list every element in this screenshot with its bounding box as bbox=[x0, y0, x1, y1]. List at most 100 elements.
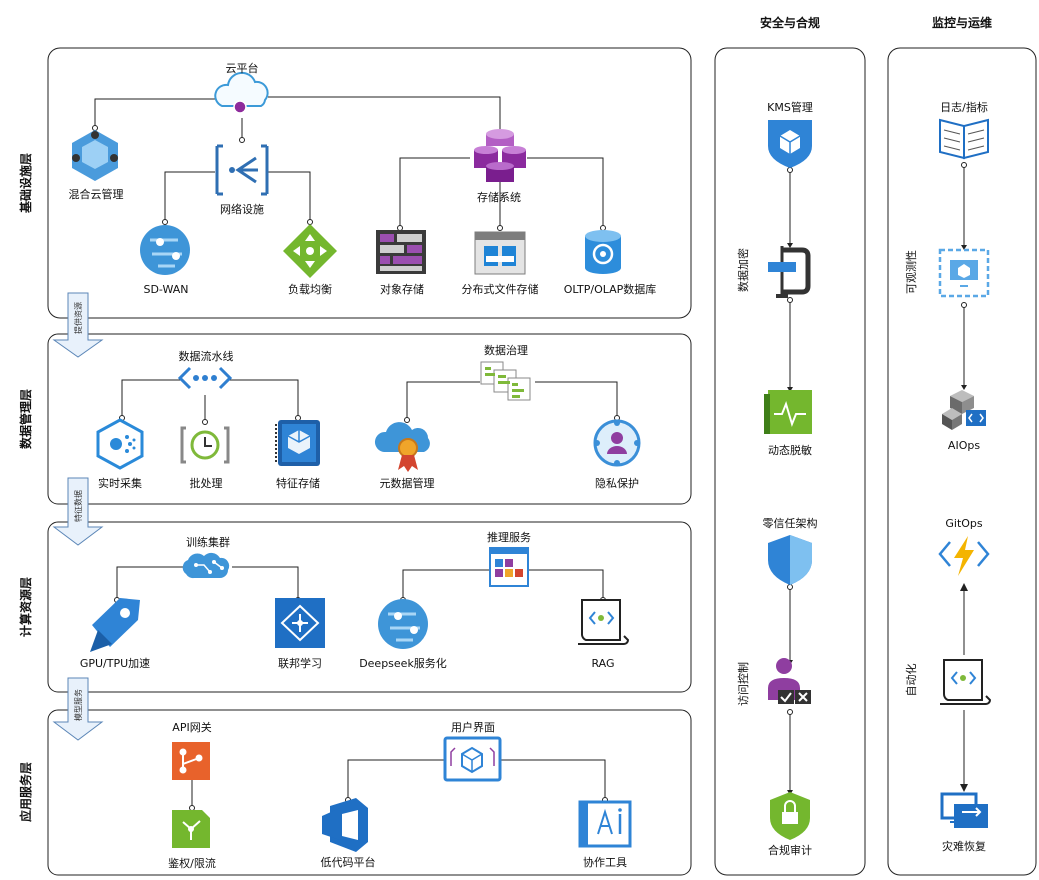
flow-arrow-provide-resources: 提供资源 bbox=[52, 292, 104, 358]
auth-ratelimit-icon bbox=[172, 810, 210, 848]
training-cluster-icon bbox=[182, 552, 230, 579]
auth-ratelimit-label: 鉴权/限流 bbox=[168, 856, 216, 870]
sdwan-label: SD-WAN bbox=[143, 283, 188, 296]
load-balancer-label: 负载均衡 bbox=[288, 282, 332, 296]
collaboration-tools-label: 协作工具 bbox=[583, 855, 627, 869]
rag-icon bbox=[578, 599, 630, 645]
observability-label: 可观测性 bbox=[904, 250, 918, 294]
inference-service-label: 推理服务 bbox=[487, 530, 531, 544]
compliance-audit-icon bbox=[770, 792, 810, 840]
compliance-audit-label: 合规审计 bbox=[768, 843, 812, 857]
observability-icon bbox=[938, 248, 990, 298]
batch-processing-icon bbox=[180, 426, 230, 464]
ops-column-box bbox=[887, 47, 1037, 876]
zero-trust-icon bbox=[768, 535, 812, 585]
gitops-label: GitOps bbox=[945, 517, 983, 530]
app-connectors bbox=[189, 759, 608, 811]
logs-metrics-icon bbox=[939, 118, 989, 160]
flow-arrow-label: 特征数据 bbox=[73, 490, 83, 522]
sdwan-icon bbox=[140, 225, 190, 275]
storage-system-icon bbox=[474, 129, 526, 182]
object-storage-icon bbox=[376, 230, 426, 274]
hybrid-cloud-icon bbox=[72, 130, 118, 181]
rag-label: RAG bbox=[591, 657, 614, 670]
data-governance-icon bbox=[480, 361, 531, 401]
data-encryption-icon bbox=[768, 246, 811, 298]
kms-management-label: KMS管理 bbox=[767, 100, 813, 114]
feature-store-icon bbox=[275, 420, 320, 466]
oltp-olap-db-icon bbox=[585, 230, 621, 274]
access-control-label: 访问控制 bbox=[736, 662, 750, 706]
lowcode-platform-icon bbox=[322, 798, 368, 852]
user-interface-icon bbox=[443, 736, 502, 782]
storage-system-label: 存储系统 bbox=[477, 190, 521, 204]
batch-processing-label: 批处理 bbox=[190, 476, 223, 490]
flow-arrow-label: 提供资源 bbox=[73, 302, 83, 334]
kms-management-icon bbox=[768, 120, 812, 168]
security-column-box bbox=[714, 47, 866, 876]
deepseek-service-label: Deepseek服务化 bbox=[359, 656, 447, 670]
metadata-management-icon bbox=[374, 422, 430, 472]
infra-layer-box bbox=[47, 47, 692, 319]
gitops-icon bbox=[938, 536, 990, 576]
distributed-file-storage-label: 分布式文件存储 bbox=[462, 282, 539, 296]
aiops-label: AIOps bbox=[948, 439, 980, 452]
feature-store-label: 特征存储 bbox=[276, 476, 320, 490]
privacy-protection-label: 隐私保护 bbox=[595, 476, 639, 490]
disaster-recovery-icon bbox=[940, 792, 988, 828]
hybrid-cloud-label: 混合云管理 bbox=[69, 187, 124, 201]
training-cluster-label: 训练集群 bbox=[186, 535, 230, 549]
realtime-ingest-label: 实时采集 bbox=[98, 476, 142, 490]
flow-arrow-model-service: 模型服务 bbox=[52, 677, 104, 741]
metadata-management-label: 元数据管理 bbox=[380, 476, 435, 490]
data-pipeline-label: 数据流水线 bbox=[179, 349, 234, 363]
zero-trust-label: 零信任架构 bbox=[763, 516, 818, 530]
collaboration-tools-icon bbox=[578, 800, 632, 848]
gpu-tpu-accelerator-label: GPU/TPU加速 bbox=[80, 657, 150, 670]
gpu-tpu-accelerator-icon bbox=[90, 598, 140, 652]
compute-layer-title: 计算资源层 bbox=[18, 577, 33, 637]
load-balancer-icon bbox=[283, 224, 337, 278]
api-gateway-label: API网关 bbox=[172, 720, 211, 734]
compute-connectors bbox=[114, 566, 606, 603]
infra-layer-title: 基础设施层 bbox=[18, 153, 33, 214]
federated-learning-label: 联邦学习 bbox=[278, 656, 322, 670]
app-layer-box bbox=[47, 709, 692, 876]
flow-arrow-label: 模型服务 bbox=[73, 689, 83, 721]
object-storage-label: 对象存储 bbox=[380, 282, 424, 296]
security-column-title: 安全与合规 bbox=[760, 15, 820, 30]
cloud-platform-icon bbox=[214, 71, 269, 114]
data-pipeline-icon bbox=[177, 366, 233, 390]
inference-service-icon bbox=[489, 547, 529, 587]
disaster-recovery-label: 灾难恢复 bbox=[942, 839, 986, 853]
network-infra-label: 网络设施 bbox=[220, 202, 264, 216]
data-layer-title: 数据管理层 bbox=[18, 389, 33, 449]
lowcode-platform-label: 低代码平台 bbox=[321, 855, 376, 869]
user-interface-label: 用户界面 bbox=[451, 720, 495, 734]
data-governance-label: 数据治理 bbox=[484, 343, 528, 357]
flow-arrow-feature-data: 特征数据 bbox=[52, 477, 104, 546]
dynamic-masking-icon bbox=[764, 390, 812, 434]
data-connectors bbox=[119, 379, 620, 425]
security-connectors bbox=[787, 167, 793, 795]
logs-metrics-label: 日志/指标 bbox=[940, 100, 988, 114]
app-layer-title: 应用服务层 bbox=[18, 762, 33, 822]
cloud-platform-label: 云平台 bbox=[226, 61, 259, 75]
distributed-file-storage-icon bbox=[474, 231, 526, 275]
deepseek-service-icon bbox=[378, 599, 428, 649]
automation-label: 自动化 bbox=[904, 664, 918, 697]
federated-learning-icon bbox=[275, 598, 325, 648]
data-layer-box bbox=[47, 333, 692, 505]
dynamic-masking-label: 动态脱敏 bbox=[768, 443, 812, 457]
oltp-olap-db-label: OLTP/OLAP数据库 bbox=[564, 282, 657, 296]
api-gateway-icon bbox=[172, 742, 210, 780]
data-encryption-label: 数据加密 bbox=[736, 248, 750, 292]
ops-column-title: 监控与运维 bbox=[932, 15, 992, 30]
automation-icon bbox=[940, 659, 992, 705]
network-infra-icon bbox=[215, 144, 269, 196]
access-control-icon bbox=[768, 658, 811, 704]
realtime-ingest-icon bbox=[96, 418, 144, 470]
privacy-protection-icon bbox=[593, 419, 641, 467]
ops-connectors bbox=[960, 162, 968, 792]
